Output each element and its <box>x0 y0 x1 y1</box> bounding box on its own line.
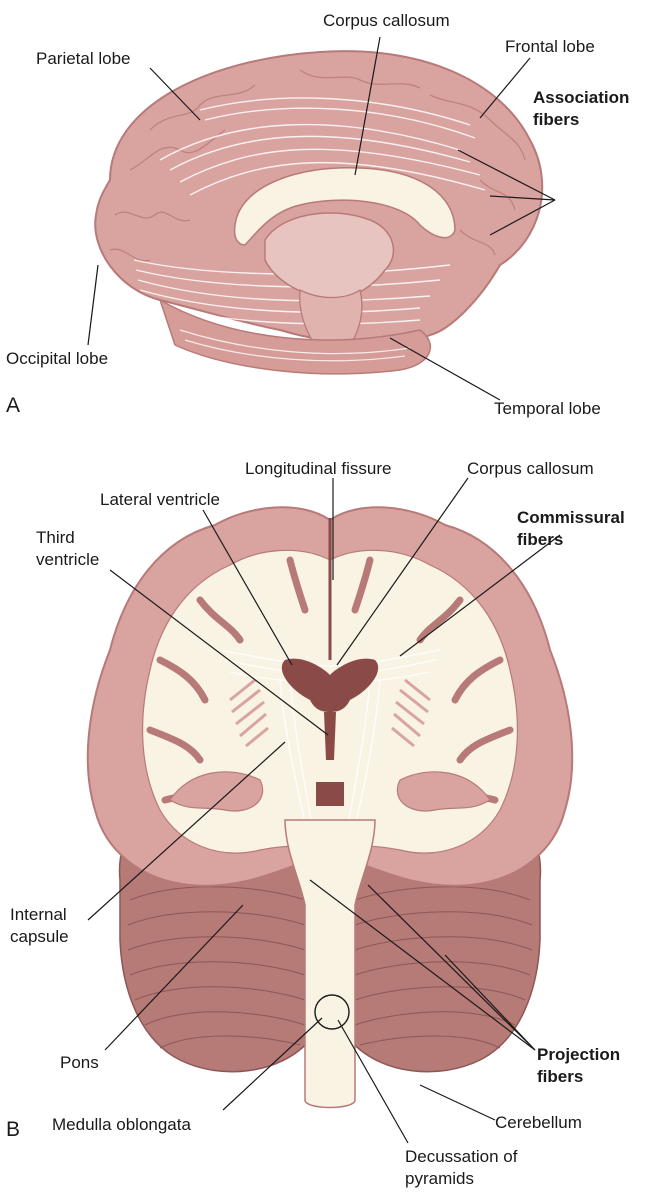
label-cerebellum: Cerebellum <box>495 1113 582 1132</box>
panel-a-medial-brain <box>95 51 542 374</box>
label-medulla-oblongata: Medulla oblongata <box>52 1115 191 1134</box>
label-projection-fibers-line1: Projection <box>537 1045 620 1064</box>
panel-letter-a: A <box>6 394 20 417</box>
label-association-fibers-line2: fibers <box>533 110 579 129</box>
label-internal-capsule-line1: Internal <box>10 905 67 924</box>
label-longitudinal-fissure: Longitudinal fissure <box>245 459 391 478</box>
panel-b-coronal-section <box>88 507 572 1107</box>
label-corpus-callosum-a: Corpus callosum <box>323 11 450 30</box>
label-lateral-ventricle: Lateral ventricle <box>100 490 220 509</box>
panel-letter-b: B <box>6 1118 20 1141</box>
label-association-fibers-line1: Association <box>533 88 629 107</box>
ventricle-lower <box>316 782 344 806</box>
label-corpus-callosum-b: Corpus callosum <box>467 459 594 478</box>
label-third-ventricle-line2: ventricle <box>36 550 99 569</box>
label-frontal-lobe: Frontal lobe <box>505 37 595 56</box>
label-third-ventricle-line1: Third <box>36 528 75 547</box>
label-parietal-lobe: Parietal lobe <box>36 49 131 68</box>
label-decussation-line2: pyramids <box>405 1169 474 1188</box>
label-decussation-line1: Decussation of <box>405 1147 518 1166</box>
third-ventricle-shape <box>324 712 336 760</box>
label-occipital-lobe: Occipital lobe <box>6 349 108 368</box>
label-commissural-fibers-line2: fibers <box>517 530 563 549</box>
label-temporal-lobe: Temporal lobe <box>494 399 601 418</box>
label-projection-fibers-line2: fibers <box>537 1067 583 1086</box>
label-internal-capsule-line2: capsule <box>10 927 69 946</box>
label-pons: Pons <box>60 1053 99 1072</box>
label-commissural-fibers-line1: Commissural <box>517 508 625 527</box>
